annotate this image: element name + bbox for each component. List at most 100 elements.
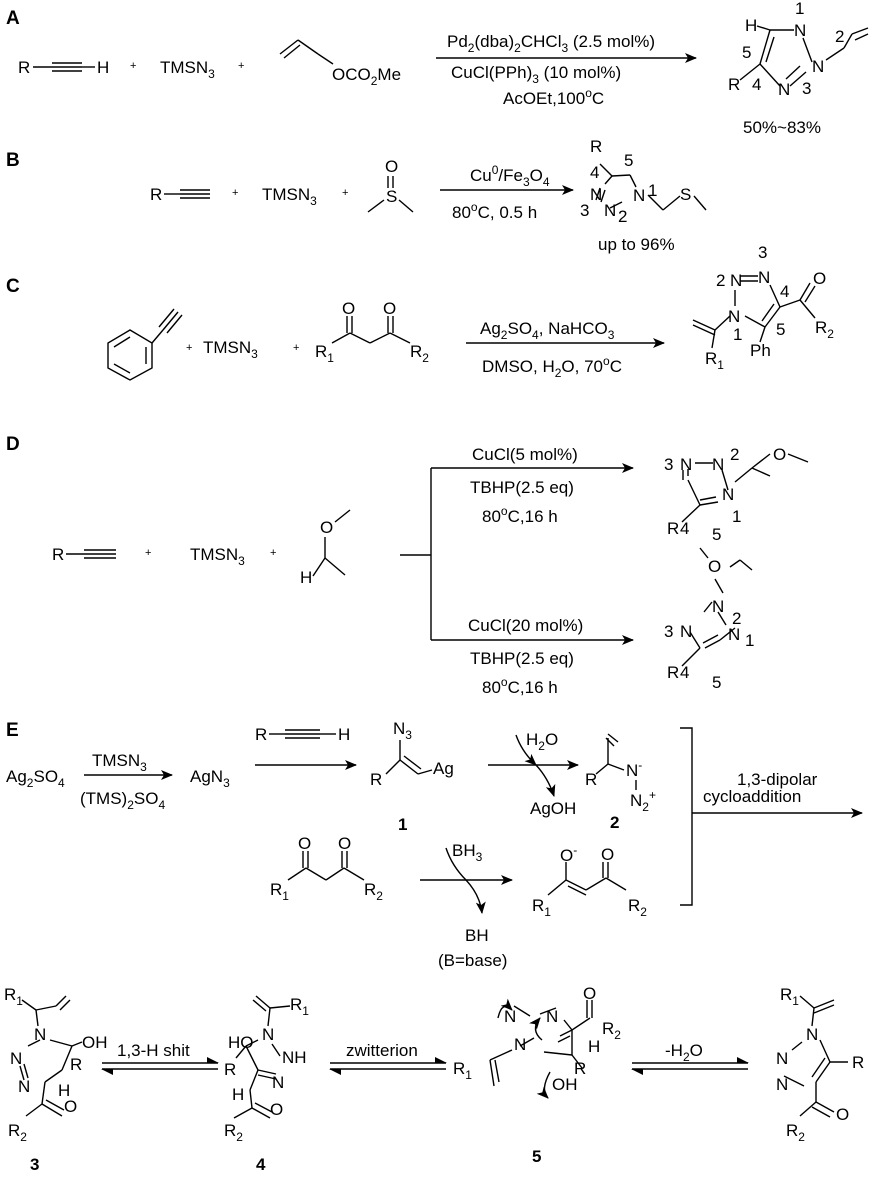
e-c5-o: O [583,984,596,1003]
d-alkyne-r: R [52,545,64,564]
e-c5-r1: R1 [453,1059,472,1082]
a-plus-2: + [238,60,244,72]
c-prod-n1: N [728,307,740,326]
e-eq3-label: -H2O [665,1041,703,1064]
c-cond-1: Ag2SO4, NaHCO3 [480,319,615,342]
e-c3-bonds [19,995,83,1117]
e-c4-r1: R1 [290,995,309,1018]
e-c4-bonds [233,995,291,1119]
e-c5-h: H [588,1037,600,1056]
e-c4-nh: NH [282,1048,307,1067]
a-prod-n2: N [812,57,824,76]
e-compound2-bonds [595,733,637,790]
e-c5-curve-3 [536,1071,551,1099]
e-compound3-number: 3 [30,1155,39,1174]
a-ococ2me: OCO2Me [332,65,401,88]
e-cyclo-line2: cycloaddition [703,787,801,806]
section-c-label: C [6,276,20,297]
e-compound2-number: 2 [610,813,619,832]
a-num-5: 5 [742,43,751,62]
a-cond-pd: Pd2(dba)2CHCl3 (2.5 mol%) [447,32,655,55]
c-num-4: 4 [780,282,789,301]
e-ag2so4: Ag2SO4 [6,767,65,790]
e-step2-alkyne [269,729,336,739]
e-step2-h: H [338,725,350,744]
e-c2-n: N- [626,758,642,780]
e-compound4-number: 4 [256,1155,266,1174]
e-c6-o: O [836,1105,849,1124]
section-b: B R + TMSN3 + O S Cu0/Fe3O4 80oC, 0.5 h [6,137,707,254]
d-bottom-num-4: 4 [680,663,689,682]
d-plus-2: + [270,547,276,559]
a-num-4: 4 [752,75,761,94]
e-c4-n3: N [272,1073,284,1092]
e-step3-water-curve [515,734,537,766]
e-step4-o2: O [338,834,351,853]
e-c6-n1: N [806,1025,818,1044]
a-alkyne-h: H [97,58,109,77]
c-prod-ph: Ph [750,341,771,360]
a-num-1: 1 [795,0,804,18]
b-dmso-s: S [386,187,397,206]
d-ether-bonds [312,509,351,577]
d-top-num-3: 3 [664,455,673,474]
e-step4-bh-curve [465,879,486,914]
c-phenylacetylene [107,308,183,381]
b-alkyne-r: R [150,185,162,204]
e-c4-n1: N [262,1025,274,1044]
b-num-1: 1 [648,181,657,200]
c-num-5: 5 [776,320,785,339]
e-c5-curve-2 [529,1017,543,1041]
e-c4-ho: HO [228,1033,254,1052]
b-prod-s: S [680,185,691,204]
c-diketone [331,316,411,344]
e-c5-n-a: N [504,1007,516,1026]
b-yield: up to 96% [598,235,675,254]
e-c3-n3: N [18,1077,30,1096]
d-top-cond-2: TBHP(2.5 eq) [470,478,574,497]
e-step4-bh3-curve [445,847,467,881]
e-c2-n2: N2+ [630,788,656,814]
a-alkyne-r: R [18,58,30,77]
b-prod-r: R [590,137,602,156]
b-plus-2: + [342,187,348,199]
b-cond-temp: 80oC, 0.5 h [452,200,537,222]
d-alkyne-bond [66,549,116,559]
d-top-cond-1: CuCl(5 mol%) [472,445,578,464]
a-product-ring [739,25,869,87]
e-c3-r1: R1 [4,985,23,1008]
e-c5-n-c: N [514,1035,526,1054]
d-top-num-5: 5 [712,525,721,544]
e-c5-oh: OH [552,1075,578,1094]
e-c3-r: R [70,1055,82,1074]
a-cond-solvent: AcOEt,100oC [503,86,604,108]
e-c2-r: R [585,770,597,789]
c-plus-1: + [186,342,192,354]
d-ether-o: O [320,518,333,537]
a-prod-h: H [745,16,757,35]
a-yield: 50%~83% [743,118,821,137]
section-e-label: E [6,720,19,741]
section-a: A R H + TMSN3 + OCO2Me Pd2(dba)2CHCl3 (2… [6,0,869,137]
d-top-cond-3: 80oC,16 h [482,504,558,526]
d-top-n1: N [722,485,734,504]
e-step4-r2: R2 [364,880,383,903]
a-prod-n3: N [778,80,790,99]
e-c5-n-b: N [546,1007,558,1026]
e-compound1-bonds [385,740,433,775]
a-allyl-carbonate-bonds [279,39,334,65]
section-e: E Ag2SO4 TMSN3 (TMS)2SO4 AgN3 R H N3 R A… [4,719,864,1174]
d-top-num-1: 1 [732,507,741,526]
b-num-5: 5 [624,151,633,170]
e-agn3: AgN3 [190,767,230,790]
e-enolate [547,862,627,896]
d-bottom-cond-2: TBHP(2.5 eq) [470,649,574,668]
d-bottom-r: R [667,663,679,682]
e-enolate-r2: R2 [628,896,647,919]
a-cond-cu: CuCl(PPh)3 (10 mol%) [451,63,621,86]
e-compound5-number: 5 [532,1147,541,1166]
c-num-2: 2 [716,271,725,290]
e-c5-bonds [489,1000,593,1087]
c-plus-2: + [293,342,299,354]
